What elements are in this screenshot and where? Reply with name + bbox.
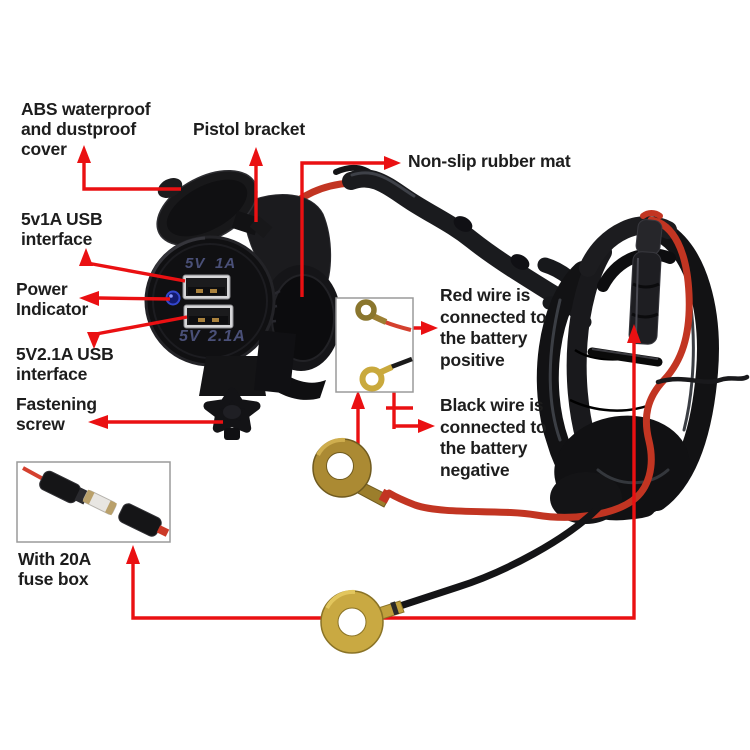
label-pistol-bracket: Pistol bracket bbox=[193, 119, 305, 139]
label-line: Pistol bracket bbox=[193, 119, 305, 139]
label-usb-1a: 5v1A USB interface bbox=[21, 209, 103, 249]
label-line: positive bbox=[440, 349, 505, 370]
arrow-pistol-bracket bbox=[249, 147, 263, 222]
label-black-wire: Black wire is connected to the battery n… bbox=[440, 395, 547, 481]
label-line: With 20A bbox=[18, 549, 92, 569]
label-line: interface bbox=[21, 229, 93, 249]
usb-port-1 bbox=[182, 274, 231, 300]
label-line: negative bbox=[440, 459, 510, 480]
waterproof-cover bbox=[156, 169, 273, 247]
label-line: Non-slip rubber mat bbox=[408, 151, 571, 171]
label-line: Indicator bbox=[16, 299, 89, 319]
label-line: ABS waterproof bbox=[21, 99, 151, 119]
wire-harness bbox=[282, 164, 750, 611]
label-line: connected to bbox=[440, 306, 547, 327]
port1-current-label: 1A bbox=[215, 255, 236, 272]
label-line: fuse box bbox=[18, 569, 89, 589]
arrow-black-wire bbox=[386, 392, 435, 433]
usb-charger: 5V 1A 5V 2.1A bbox=[144, 169, 341, 440]
label-line: the battery bbox=[440, 438, 528, 458]
label-fastening-screw: Fastening screw bbox=[16, 394, 97, 434]
arrow-non-slip-mat bbox=[300, 156, 401, 297]
label-line: cover bbox=[21, 139, 67, 159]
label-line: Black wire is bbox=[440, 395, 544, 415]
ring-terminal-red bbox=[312, 437, 393, 508]
glass-fuse bbox=[82, 489, 118, 516]
fuse-holder bbox=[628, 219, 663, 345]
label-power-indicator: Power Indicator bbox=[16, 279, 88, 319]
port2-current-label: 2.1A bbox=[207, 328, 246, 345]
label-line: interface bbox=[16, 364, 88, 384]
arrow-usb-1a bbox=[79, 248, 186, 283]
label-line: 5V2.1A USB bbox=[16, 344, 114, 364]
label-abs-cover: ABS waterproof and dustproof cover bbox=[21, 99, 151, 159]
usb-port-2 bbox=[183, 304, 234, 329]
fastening-screw bbox=[203, 387, 261, 440]
label-line: and dustproof bbox=[21, 119, 137, 139]
arrow-terminal-inset bbox=[351, 390, 365, 446]
port1-voltage-label: 5V bbox=[185, 255, 206, 272]
label-red-wire: Red wire is connected to the battery pos… bbox=[440, 285, 547, 371]
label-line: the battery bbox=[440, 328, 528, 348]
fuse-box-inset bbox=[16, 461, 171, 543]
charger-face: 5V 1A 5V 2.1A bbox=[144, 235, 276, 367]
port2-voltage-label: 5V bbox=[179, 328, 201, 345]
terminal-inset bbox=[335, 297, 414, 393]
label-line: Power bbox=[16, 279, 68, 299]
label-usb-21a: 5V2.1A USB interface bbox=[16, 344, 114, 384]
red-wire-loop bbox=[385, 216, 693, 521]
black-wire-lead bbox=[393, 504, 602, 611]
arrow-abs-cover bbox=[77, 145, 181, 191]
label-line: Red wire is bbox=[440, 285, 531, 305]
ring-terminal-black bbox=[320, 589, 405, 654]
label-line: screw bbox=[16, 414, 65, 434]
arrow-power-indicator bbox=[79, 291, 171, 306]
cable-tie bbox=[587, 347, 663, 367]
label-fuse-box: With 20A fuse box bbox=[18, 549, 91, 589]
label-non-slip-mat: Non-slip rubber mat bbox=[408, 151, 571, 171]
label-line: Fastening bbox=[16, 394, 97, 414]
annotation-arrows bbox=[77, 145, 641, 620]
arrow-fastening-screw bbox=[88, 415, 223, 429]
label-line: 5v1A USB bbox=[21, 209, 103, 229]
label-line: connected to bbox=[440, 416, 547, 437]
arrow-usb-21a bbox=[87, 315, 188, 349]
